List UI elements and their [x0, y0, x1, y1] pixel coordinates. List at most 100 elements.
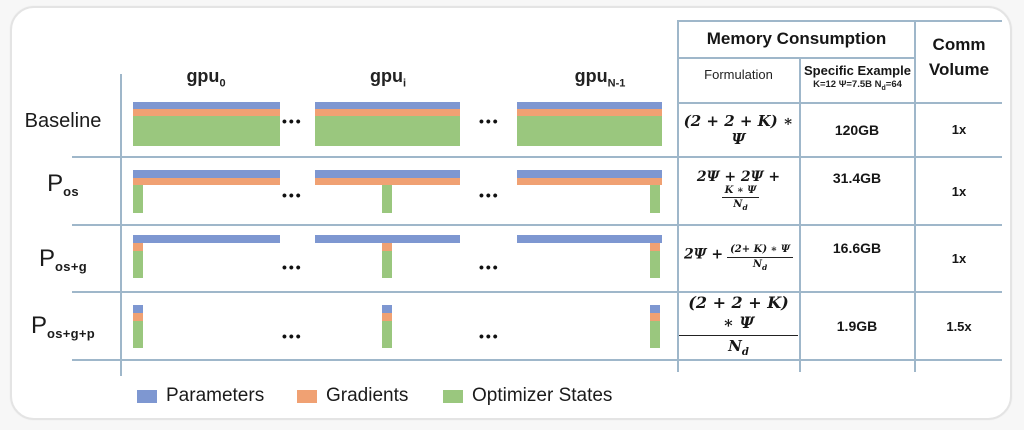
figure-card: [10, 6, 1012, 420]
ellipsis: •••: [479, 259, 500, 275]
gradients-segment: [517, 178, 662, 185]
optimizer-states-segment: [382, 321, 392, 348]
gpuN1-label: gpu: [574, 66, 608, 86]
comm-word: Comm: [932, 35, 986, 54]
formula-pre: 2Ψ + 2Ψ +: [696, 168, 781, 185]
row-separator-4: [72, 359, 1002, 361]
ellipsis: •••: [282, 259, 303, 275]
posg-gpu0-parameters-strip: [133, 235, 280, 243]
pos-gpu0-optimizer-bar: [133, 185, 143, 213]
note-post: =64: [885, 79, 902, 90]
memory-consumption-header: Memory Consumption: [706, 29, 887, 48]
gradients-segment: [133, 243, 143, 251]
table-header-underline: [677, 102, 1002, 104]
formulation-column-header: Formulation: [704, 67, 773, 82]
posgp-gpuN1-partition-bar: [650, 305, 660, 348]
ellipsis: •••: [282, 187, 303, 203]
legend-gradients: Gradients: [297, 385, 408, 407]
baseline-gpui-bar: [315, 102, 460, 146]
gpui-header: gpui: [308, 66, 468, 90]
posg-gpui-partition-bar: [382, 243, 392, 278]
table-top-border: [677, 20, 1002, 22]
note-pre: K=12 Ψ=7.5B N: [813, 79, 882, 90]
pos-gpui-strips: [315, 170, 460, 185]
example-cell-posg: 16.6GB: [832, 240, 882, 256]
pos-gpuN1-optimizer-bar: [650, 185, 660, 213]
optimizer-states-segment: [517, 116, 662, 146]
legend-parameters-label: Parameters: [166, 385, 265, 406]
example-parameters-note: K=12 Ψ=7.5B Nd=64: [800, 79, 915, 92]
posgp-label-sub: os+g+p: [46, 326, 96, 341]
parameters-segment: [133, 102, 280, 109]
denominator: Nd: [722, 198, 760, 213]
gpu0-label: gpu: [186, 66, 220, 86]
table-left-border: [677, 20, 679, 372]
posgp-label-text: P: [30, 312, 47, 339]
gpuN1-subscript: N-1: [607, 77, 626, 90]
gpuN1-header: gpuN-1: [520, 66, 680, 90]
parameters-segment: [517, 102, 662, 109]
denominator: Nd: [727, 258, 793, 273]
ellipsis: •••: [479, 328, 500, 344]
optimizer-states-segment: [315, 116, 460, 146]
posg-label-sub: os+g: [55, 259, 87, 274]
numerator: K ∗ Ψ: [721, 185, 760, 199]
formula-text: (2 + 2 + K) ∗ Ψ: [683, 111, 794, 148]
gradients-segment: [650, 313, 660, 321]
legend-optimizer-states-label: Optimizer States: [472, 385, 613, 406]
example-comm-divider: [914, 20, 916, 372]
posg-gpuN1-partition-bar: [650, 243, 660, 278]
example-header-text: Specific Example: [804, 63, 911, 78]
parameters-segment: [315, 102, 460, 109]
row-label-pos: Pos: [12, 170, 114, 199]
memory-header-underline: [677, 57, 916, 59]
optimizer-states-segment: [650, 251, 660, 278]
pos-label-text: P: [47, 170, 64, 197]
comm-cell-baseline: 1x: [951, 122, 967, 137]
optimizer-states-segment: [133, 321, 143, 348]
gradients-segment: [315, 109, 460, 116]
posg-gpu0-partition-bar: [133, 243, 143, 278]
optimizer-states-segment: [133, 116, 280, 146]
ellipsis: •••: [282, 113, 303, 129]
posg-gpuN1-parameters-strip: [517, 235, 662, 243]
den-main: N: [728, 336, 742, 355]
den-main: N: [752, 258, 763, 270]
posgp-gpui-partition-bar: [382, 305, 392, 348]
gradients-segment: [133, 178, 280, 185]
parameters-segment: [133, 170, 280, 178]
gpui-subscript: i: [402, 77, 407, 90]
den-main: N: [733, 199, 743, 211]
gradients-segment: [315, 178, 460, 185]
denominator: Nd: [679, 336, 798, 360]
pos-gpu0-strips: [133, 170, 280, 185]
row-label-posgp: Pos+g+p: [12, 312, 114, 341]
note-sub: d: [881, 84, 886, 92]
parameters-segment: [650, 305, 660, 313]
den-sub: d: [762, 262, 768, 272]
gradients-segment: [133, 109, 280, 116]
gradients-segment: [517, 109, 662, 116]
row-separator-2: [72, 224, 1002, 226]
baseline-label-text: Baseline: [24, 110, 102, 132]
gradients-segment: [133, 313, 143, 321]
comm-cell-posgp: 1.5x: [946, 318, 972, 334]
gpu0-header: gpu0: [126, 66, 286, 90]
example-cell-baseline: 120GB: [834, 121, 880, 138]
optimizer-states-swatch: [443, 389, 463, 403]
parameters-segment: [133, 305, 143, 313]
formula-cell-baseline: (2 + 2 + K) ∗ Ψ: [679, 103, 798, 156]
pos-gpuN1-strips: [517, 170, 662, 185]
gradients-segment: [382, 313, 392, 321]
parameters-segment: [315, 170, 460, 178]
pos-label-sub: os: [63, 184, 79, 199]
posg-label-text: P: [39, 245, 56, 272]
example-cell-posgp: 1.9GB: [836, 318, 878, 334]
pos-gpui-optimizer-bar: [382, 185, 392, 213]
